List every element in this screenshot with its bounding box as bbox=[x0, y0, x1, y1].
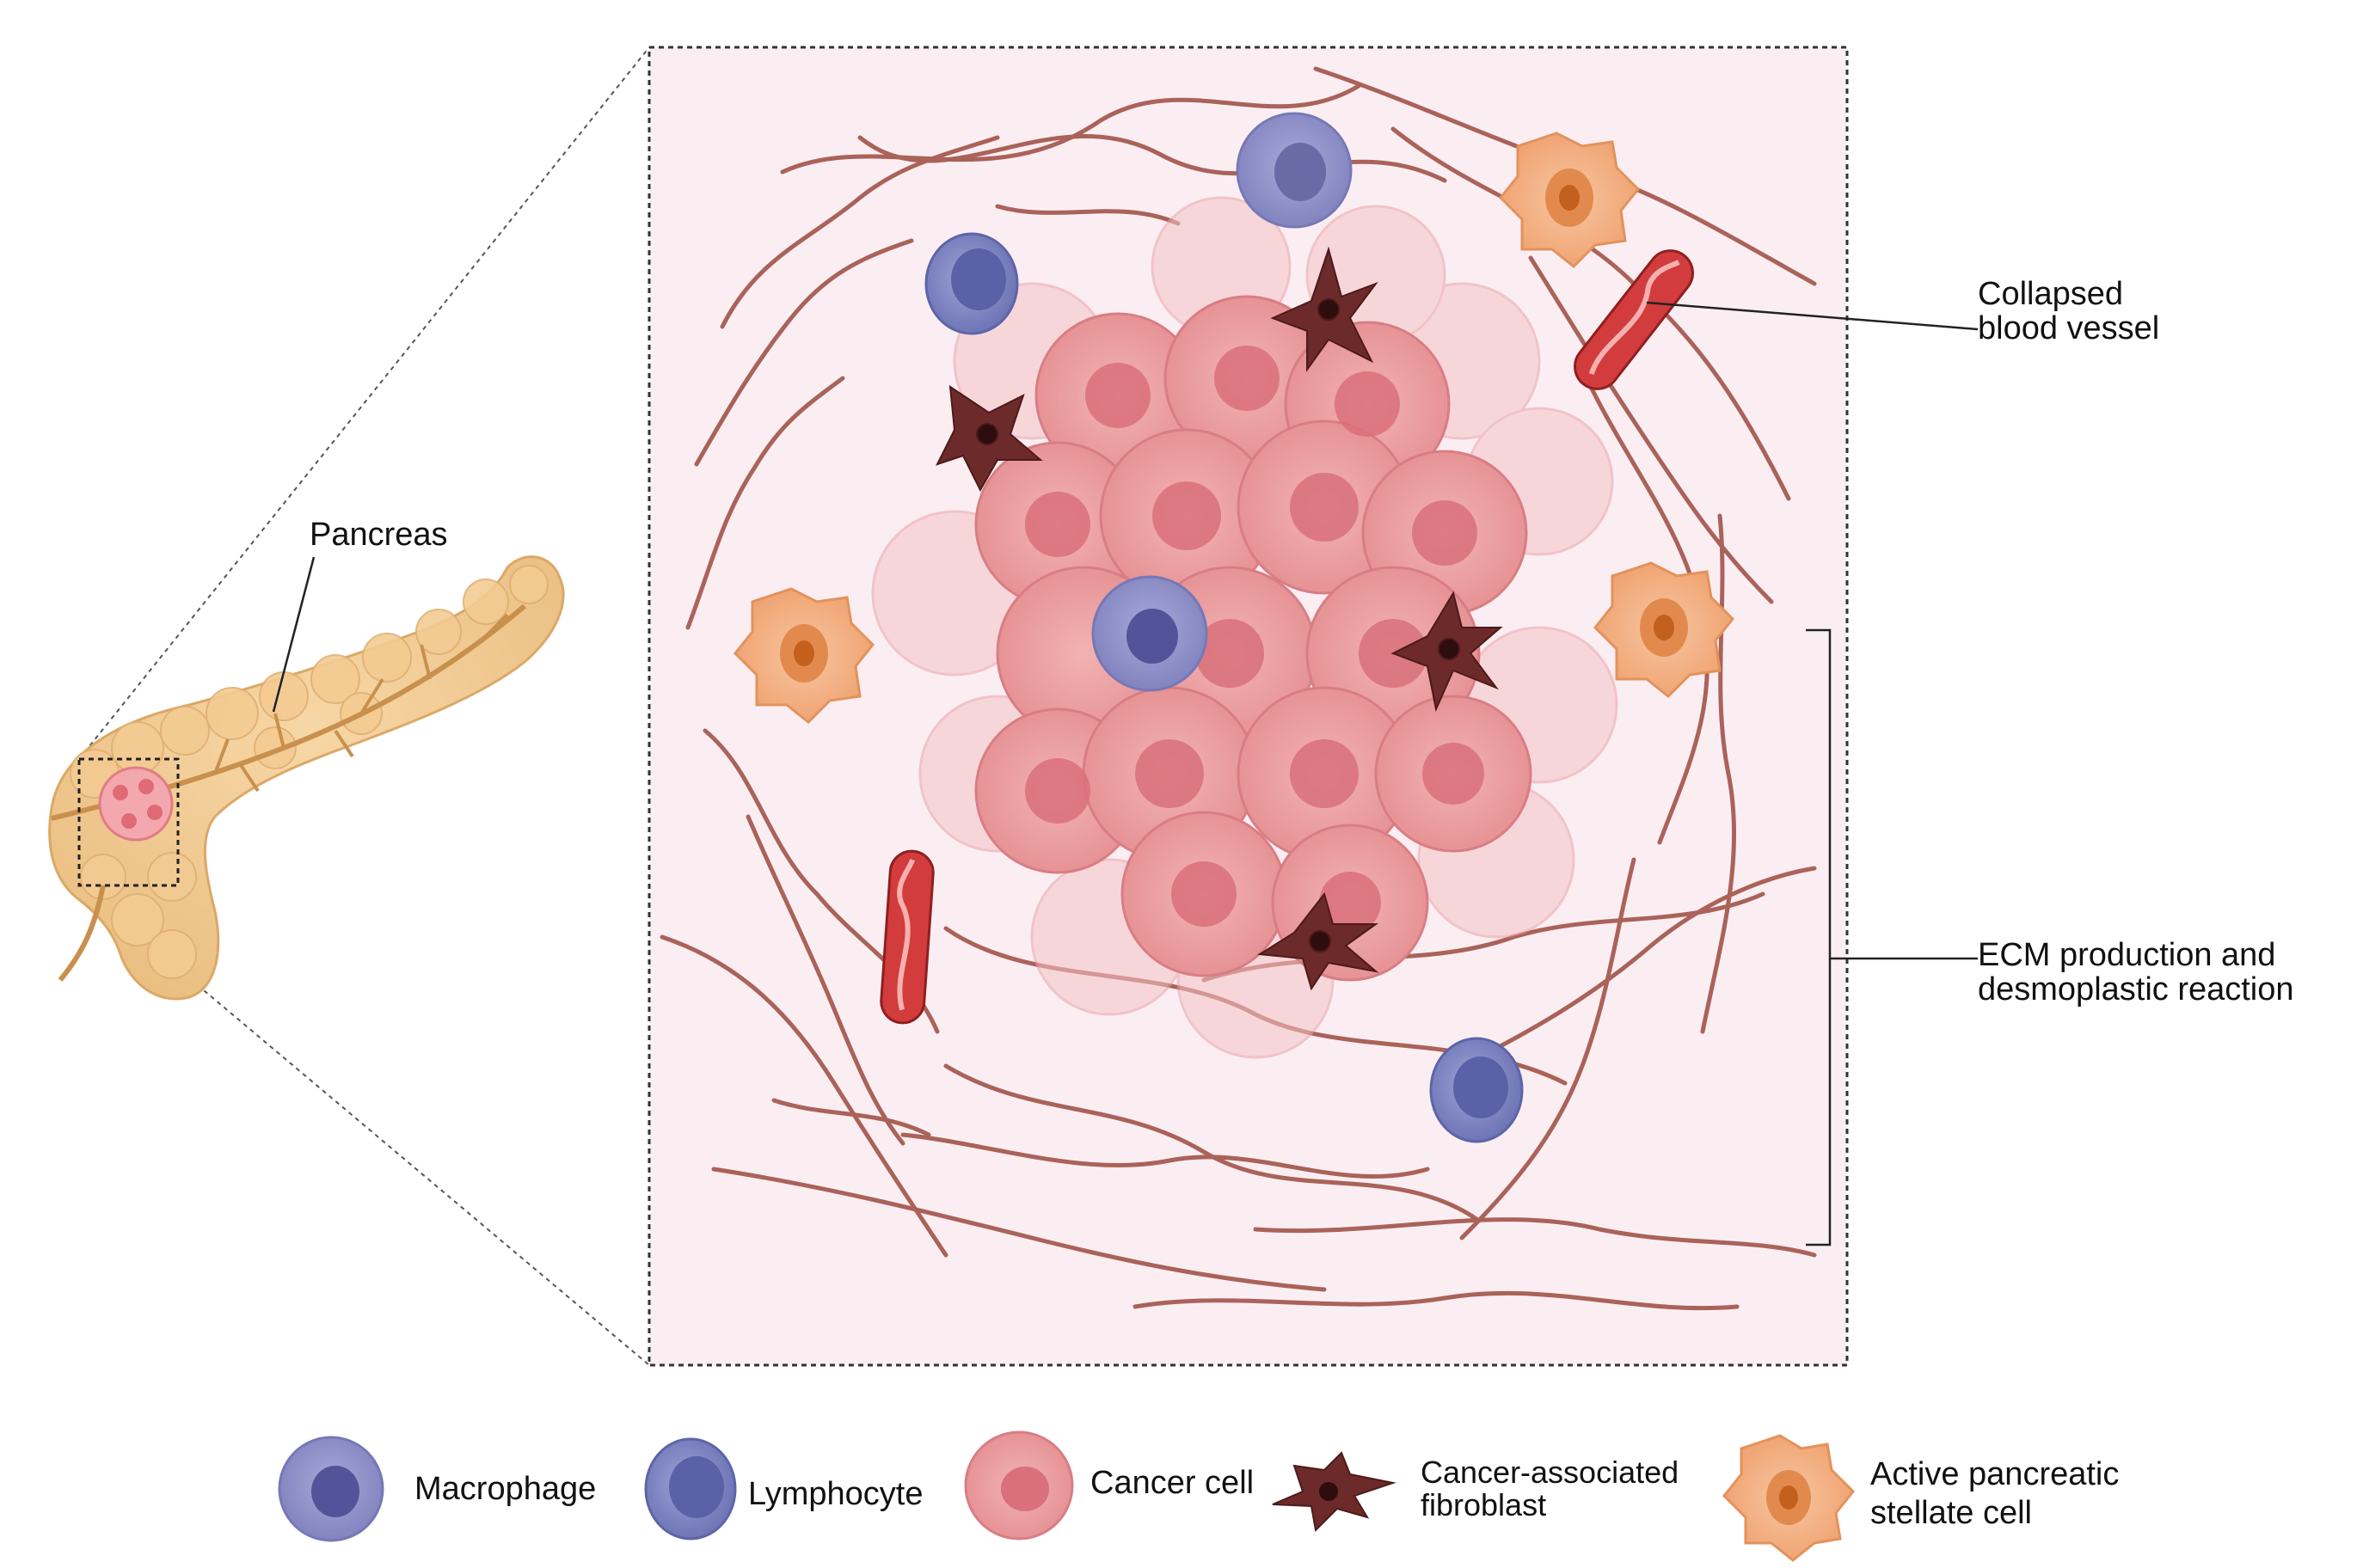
collapsed-blood-vessel bbox=[880, 849, 935, 1025]
legend-lymphocyte-icon bbox=[644, 1437, 737, 1540]
legend-lymphocyte-label: Lymphocyte bbox=[748, 1476, 924, 1512]
legend-macrophage-icon bbox=[278, 1436, 384, 1542]
collapsed-vessel-label-line2: blood vessel bbox=[1978, 310, 2160, 346]
legend-stellate-icon bbox=[1722, 1434, 1856, 1562]
pancreas-tumor bbox=[98, 766, 174, 842]
fibroblast-cell bbox=[936, 384, 1043, 493]
pancreas-organ bbox=[48, 555, 565, 1001]
macrophage-cell bbox=[1091, 575, 1208, 692]
fibroblast-cell bbox=[1390, 591, 1503, 713]
ecm-label-line1: ECM production and bbox=[1978, 937, 2276, 973]
fibroblast-cell bbox=[1256, 891, 1379, 991]
ecm-label-line2: desmoplastic reaction bbox=[1978, 971, 2294, 1008]
ecm-bracket bbox=[1806, 628, 1978, 1246]
macrophage-cell bbox=[1236, 112, 1353, 229]
pancreas-label: Pancreas bbox=[310, 517, 448, 553]
collapsed-blood-vessel bbox=[1574, 249, 1694, 390]
stellate-cell bbox=[733, 587, 875, 725]
cancer-cell-cluster bbox=[871, 196, 1618, 1059]
collapsed-vessel-leader bbox=[1646, 301, 1979, 331]
legend-fibroblast-icon bbox=[1272, 1451, 1396, 1533]
legend-macrophage-label: Macrophage bbox=[414, 1471, 597, 1507]
legend-caf-label-line2: fibroblast bbox=[1421, 1487, 1547, 1522]
legend-caf-label-line1: Cancer-associated bbox=[1421, 1455, 1679, 1490]
tumor-inset-panel bbox=[648, 46, 1849, 1367]
lymphocyte-cell bbox=[1429, 1037, 1524, 1143]
collapsed-vessel-label-line1: Collapsed bbox=[1978, 276, 2123, 312]
legend bbox=[278, 1430, 1856, 1562]
legend-cancer-cell-icon bbox=[964, 1430, 1074, 1540]
fibroblast-cell bbox=[1270, 246, 1378, 373]
pancreas-zoom-box bbox=[77, 757, 180, 887]
legend-psc-label-line2: stellate cell bbox=[1870, 1495, 2032, 1531]
stellate-cell bbox=[1498, 132, 1641, 269]
legend-psc-label-line1: Active pancreatic bbox=[1870, 1456, 2120, 1492]
legend-cancer-cell-label: Cancer cell bbox=[1090, 1465, 1255, 1501]
stellate-cell bbox=[1593, 561, 1735, 699]
lymphocyte-cell bbox=[924, 232, 1019, 335]
